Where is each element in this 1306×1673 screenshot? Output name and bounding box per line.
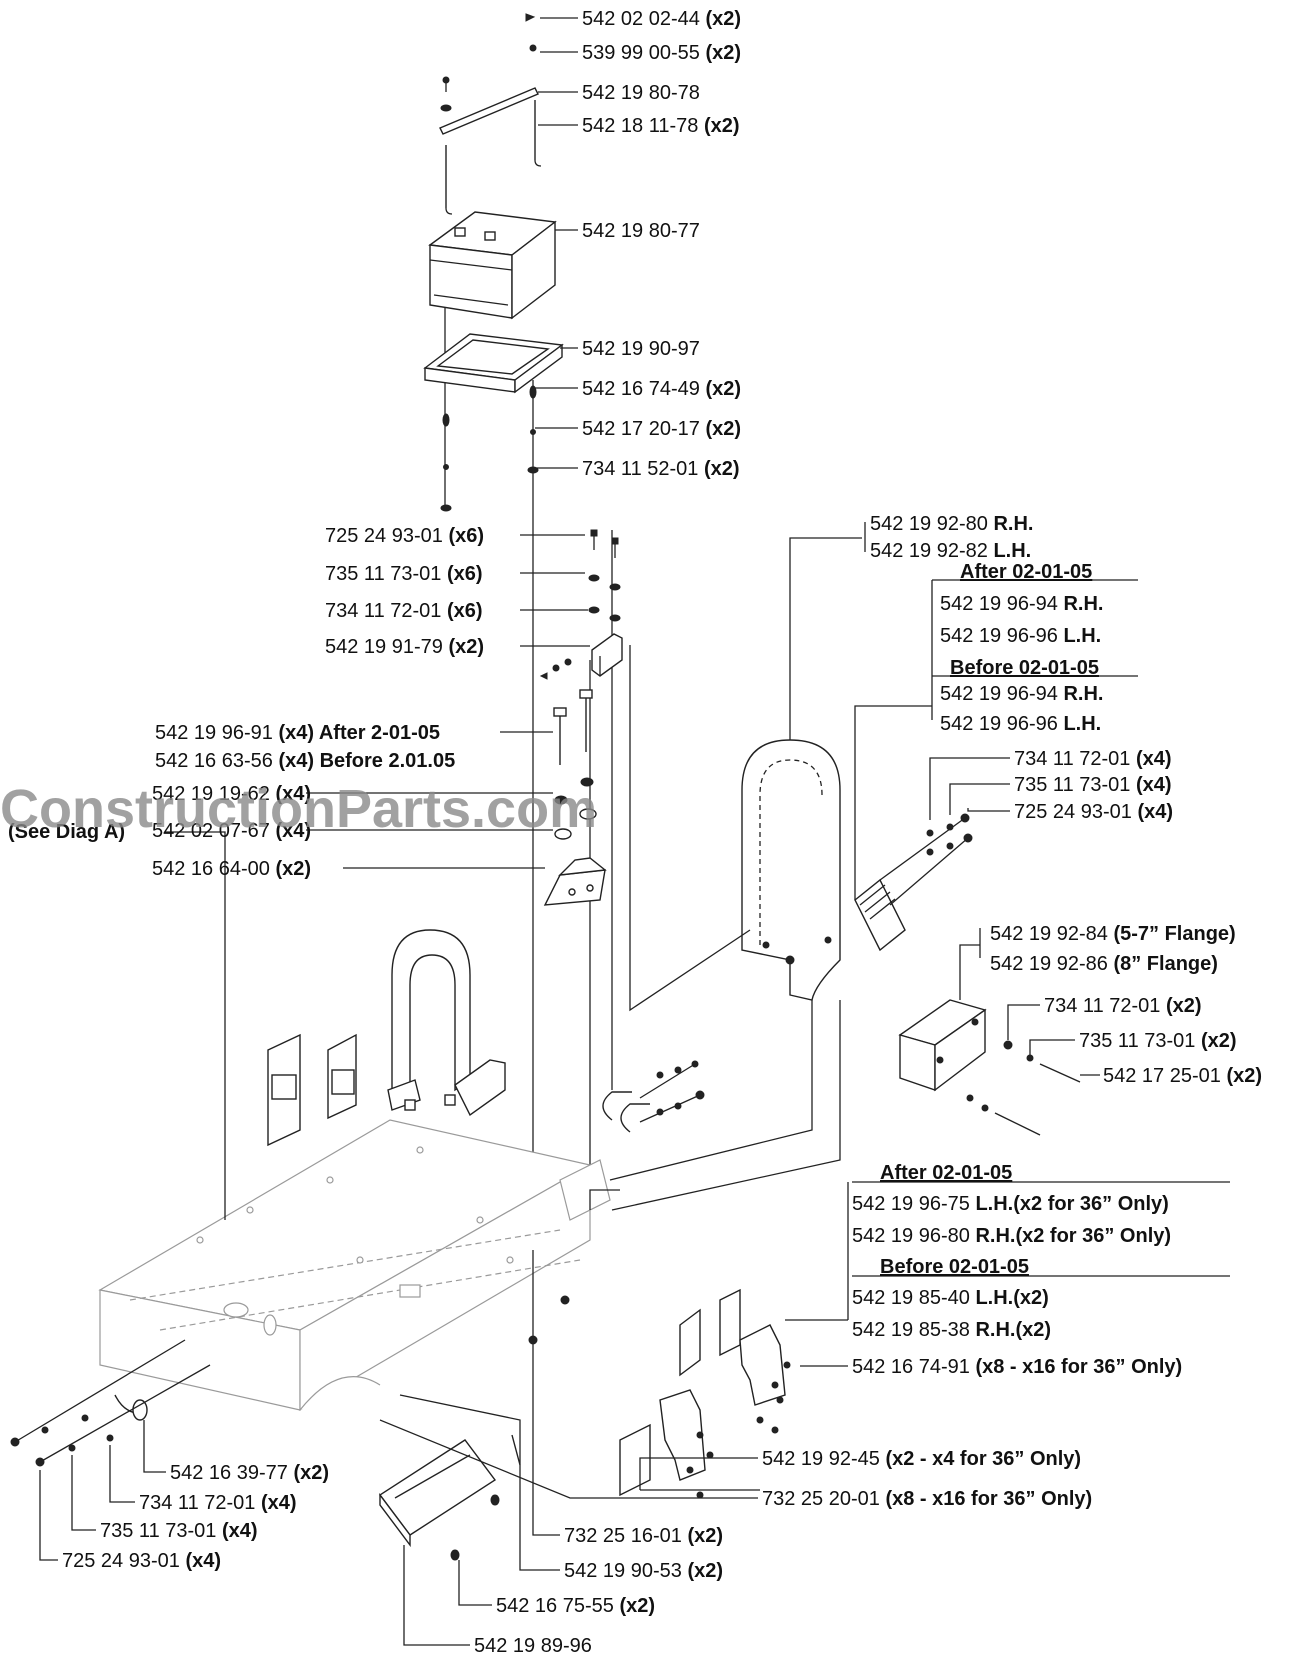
hold-down-bar [439, 76, 542, 215]
section-headers: After 02-01-05 Before 02-01-05 After 02-… [880, 561, 1099, 1278]
callout-label: 542 19 92-86 (8” Flange) [990, 953, 1218, 975]
plate-icon [854, 813, 973, 952]
rear-plate-icon [528, 1288, 791, 1499]
callout-label: 542 19 85-38 R.H.(x2) [852, 1319, 1051, 1341]
callout-label: 734 11 52-01 (x2) [582, 458, 740, 480]
callout-label: 542 02 07-67 (x4) [152, 820, 311, 842]
angle-bracket-icon [539, 633, 623, 680]
assembly-axes [444, 300, 613, 1230]
see-diag-label: (See Diag A) [8, 821, 125, 843]
callout-label: 542 19 96-96 L.H. [940, 713, 1101, 735]
callout-label: 725 24 93-01 (x4) [62, 1550, 221, 1572]
callout-label: 542 19 92-84 (5-7” Flange) [990, 923, 1236, 945]
callout-label: 735 11 73-01 (x6) [325, 563, 483, 585]
bottom-left-hardware [10, 1339, 211, 1467]
callout-label: 542 16 39-77 (x2) [170, 1462, 329, 1484]
callout-label: 542 16 64-00 (x2) [152, 858, 311, 880]
flange-box-icon [898, 999, 1081, 1136]
callout-label: 542 19 96-91 (x4) After 2-01-05 [155, 722, 440, 744]
carriage-bolt-icon [553, 689, 597, 840]
callout-label: 735 11 73-01 (x2) [1079, 1030, 1237, 1052]
callout-label: 542 16 63-56 (x4) Before 2.01.05 [155, 750, 455, 772]
callout-label: 542 19 80-77 [582, 220, 700, 242]
after-date-header: After 02-01-05 [960, 561, 1092, 583]
callout-label: 735 11 73-01 (x4) [1014, 774, 1172, 796]
callout-label: 542 19 96-94 R.H. [940, 683, 1103, 705]
callout-label: 542 16 74-49 (x2) [582, 378, 741, 400]
callout-label: 542 16 75-55 (x2) [496, 1595, 655, 1617]
callout-label: 734 11 72-01 (x6) [325, 600, 483, 622]
callout-label: 539 99 00-55 (x2) [582, 42, 741, 64]
callout-label: 542 17 25-01 (x2) [1103, 1065, 1262, 1087]
callout-label: 542 16 74-91 (x8 - x16 for 36” Only) [852, 1356, 1182, 1378]
mount-bracket-icon [543, 857, 607, 906]
side-plate-icon [267, 1033, 357, 1147]
screw-icon [525, 13, 537, 52]
callout-label: 734 11 72-01 (x4) [139, 1492, 297, 1514]
bottom-tray-icon [378, 1434, 521, 1561]
callout-label: 542 19 80-78 [582, 82, 700, 104]
callout-label: 542 19 92-82 L.H. [870, 540, 1031, 562]
callout-label: 542 19 96-75 L.H.(x2 for 36” Only) [852, 1193, 1169, 1215]
after-date-header-2: After 02-01-05 [880, 1162, 1012, 1184]
before-date-header: Before 02-01-05 [950, 657, 1099, 679]
callout-label: 542 19 90-97 [582, 338, 700, 360]
u-bracket-icon [387, 929, 506, 1117]
callout-label: 542 19 90-53 (x2) [564, 1560, 723, 1582]
watermark-text: ConstructionParts.com [0, 779, 597, 839]
callout-label: 542 19 92-45 (x2 - x4 for 36” Only) [762, 1448, 1081, 1470]
u-bolt-icon [602, 1060, 705, 1133]
callout-label: 542 19 92-80 R.H. [870, 513, 1033, 535]
callout-label: 734 11 72-01 (x2) [1044, 995, 1202, 1017]
callout-label: 542 19 85-40 L.H.(x2) [852, 1287, 1049, 1309]
callout-label: 542 19 96-80 R.H.(x2 for 36” Only) [852, 1225, 1171, 1247]
callout-label: 542 19 96-94 R.H. [940, 593, 1103, 615]
callout-label: 732 25 20-01 (x8 - x16 for 36” Only) [762, 1488, 1092, 1510]
battery-tray-icon [423, 333, 564, 394]
fender-cover-icon [741, 739, 841, 1001]
callout-label: 735 11 73-01 (x4) [100, 1520, 258, 1542]
callout-label: 542 19 96-96 L.H. [940, 625, 1101, 647]
main-frame [98, 1119, 611, 1412]
callout-label: 734 11 72-01 (x4) [1014, 748, 1172, 770]
battery-icon [428, 211, 557, 320]
callout-label: 542 19 91-79 (x2) [325, 636, 484, 658]
callout-label: 542 18 11-78 (x2) [582, 115, 740, 137]
callout-label: 725 24 93-01 (x6) [325, 525, 484, 547]
callout-label: 542 02 02-44 (x2) [582, 8, 741, 30]
callout-label: 542 19 19-62 (x4) [152, 783, 311, 805]
callout-labels: 542 02 02-44 (x2) 539 99 00-55 (x2) 542 … [62, 8, 1262, 1657]
leader-lines [39, 17, 1230, 1646]
callout-label: 732 25 16-01 (x2) [564, 1525, 723, 1547]
before-date-header-2: Before 02-01-05 [880, 1256, 1029, 1278]
callout-label: 542 17 20-17 (x2) [582, 418, 741, 440]
callout-label: 725 24 93-01 (x4) [1014, 801, 1173, 823]
callout-label: 542 19 89-96 [474, 1635, 592, 1657]
